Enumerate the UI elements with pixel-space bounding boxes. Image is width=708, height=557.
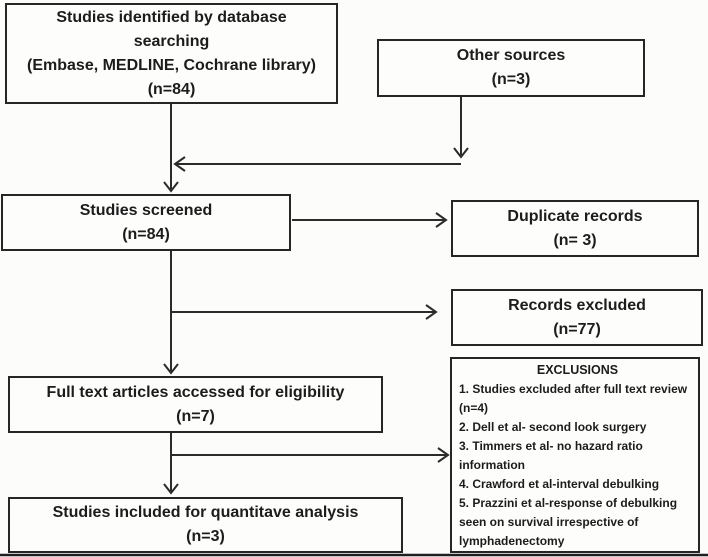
node-label-line: Studies identified by database xyxy=(56,8,287,26)
node-studies-identified: Studies identified by database searching… xyxy=(5,3,338,104)
exclusions-item: 5. Prazzini et al-response of debulking … xyxy=(459,496,678,548)
node-other-sources: Other sources (n=3) xyxy=(377,39,645,97)
node-label-line: (Embase, MEDLINE, Cochrane library) xyxy=(27,56,316,74)
node-exclusions-list: EXCLUSIONS 1. Studies excluded after ful… xyxy=(450,357,700,553)
node-full-text-articles: Full text articles accessed for eligibil… xyxy=(8,376,383,433)
node-label-line: Studies included for quantitave analysis xyxy=(52,504,359,521)
exclusions-item: 1. Studies excluded after full text revi… xyxy=(459,382,688,415)
node-studies-included: Studies included for quantitave analysis… xyxy=(8,497,403,553)
node-count: (n= 3) xyxy=(553,231,597,249)
node-count: (n=84) xyxy=(147,80,196,98)
arrow-other-sources-down xyxy=(453,97,469,159)
node-count: (n=84) xyxy=(122,225,170,243)
arrow-fulltext-to-exclusions xyxy=(171,447,450,463)
node-label-line: Duplicate records xyxy=(507,207,643,225)
arrow-screened-to-fulltext xyxy=(163,251,179,375)
exclusions-item: 2. Dell et al- second look surgery xyxy=(459,420,647,434)
node-count: (n=77) xyxy=(553,320,601,338)
node-label-line: Studies screened xyxy=(79,201,213,219)
node-count: (n=7) xyxy=(176,407,215,425)
node-records-excluded: Records excluded (n=77) xyxy=(451,289,703,346)
arrow-merge-into-spine xyxy=(173,156,461,172)
node-count: (n=3) xyxy=(491,71,531,88)
node-label-line: Records excluded xyxy=(508,296,646,314)
arrow-to-records-excluded xyxy=(172,304,438,320)
node-count: (n=3) xyxy=(186,528,225,545)
node-label-line: Full text articles accessed for eligibil… xyxy=(46,383,345,401)
node-label-line: Other sources xyxy=(456,47,566,64)
exclusions-title: EXCLUSIONS xyxy=(536,363,619,377)
exclusions-item: 3. Timmers et al- no hazard ratio inform… xyxy=(459,439,643,472)
arrow-screened-to-duplicates xyxy=(292,212,448,228)
exclusions-item: 4. Crawford et al-interval debulking xyxy=(459,477,660,491)
node-label-line: searching xyxy=(133,32,210,50)
node-duplicate-records: Duplicate records (n= 3) xyxy=(451,200,699,257)
arrow-fulltext-to-included xyxy=(163,433,179,495)
node-studies-screened: Studies screened (n=84) xyxy=(1,194,291,251)
arrow-identified-to-screened xyxy=(163,104,179,193)
